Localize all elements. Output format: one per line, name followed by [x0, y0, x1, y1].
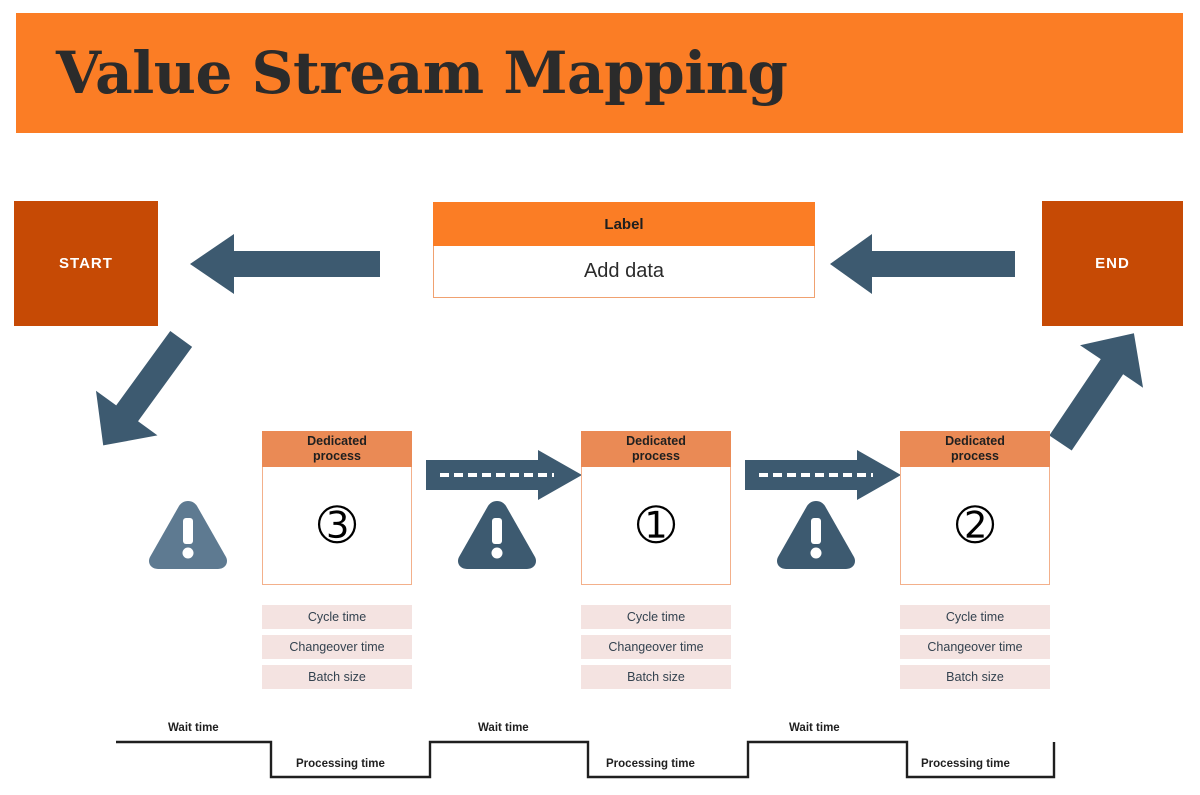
timeline-label-processing-1: Processing time [296, 758, 385, 770]
circled-number-icon: ➁ [955, 497, 995, 552]
process-box-2-title-line2: process [632, 449, 680, 463]
circled-number-icon: ➀ [636, 497, 676, 552]
process-box-3[interactable]: Dedicated process ➁ [900, 431, 1050, 585]
metric-chip[interactable]: Cycle time [581, 605, 731, 629]
arrow-process1-to-process2 [426, 450, 582, 500]
metric-chip[interactable]: Changeover time [900, 635, 1050, 659]
process-box-1-title-line2: process [313, 449, 361, 463]
timeline-label-wait-2: Wait time [478, 722, 529, 734]
metric-chip[interactable]: Cycle time [900, 605, 1050, 629]
arrow-data-card-to-start [190, 234, 380, 294]
timeline-label-processing-3: Processing time [921, 758, 1010, 770]
timeline-label-wait-1: Wait time [168, 722, 219, 734]
start-node[interactable]: START [14, 201, 158, 326]
process-box-3-title-line1: Dedicated [945, 434, 1005, 449]
process-box-3-title-line2: process [951, 449, 999, 463]
process-box-3-body: ➁ [900, 467, 1050, 585]
data-card[interactable]: Label Add data [433, 202, 815, 298]
data-card-header: Label [433, 202, 815, 246]
end-node[interactable]: END [1042, 201, 1183, 326]
timeline-label-processing-2: Processing time [606, 758, 695, 770]
warning-triangle-1 [148, 501, 228, 569]
data-card-header-label: Label [604, 215, 644, 233]
process-box-2-metrics: Cycle time Changeover time Batch size [581, 605, 731, 695]
arrow-process2-to-process3 [745, 450, 901, 500]
metric-chip[interactable]: Changeover time [581, 635, 731, 659]
start-node-label: START [59, 255, 113, 272]
process-box-1-body: ➂ [262, 467, 412, 585]
end-node-label: END [1095, 255, 1130, 272]
process-box-2-title-line1: Dedicated [626, 434, 686, 449]
process-box-3-header: Dedicated process [900, 431, 1050, 467]
warning-triangle-3 [776, 501, 856, 569]
process-box-3-metrics: Cycle time Changeover time Batch size [900, 605, 1050, 695]
data-card-value: Add data [583, 260, 665, 282]
process-box-1-metrics: Cycle time Changeover time Batch size [262, 605, 412, 695]
process-box-1-title-line1: Dedicated [307, 434, 367, 449]
arrow-end-to-data-card [830, 234, 1015, 294]
title-banner: Value Stream Mapping [16, 13, 1183, 133]
data-card-body[interactable]: Add data [433, 246, 815, 298]
circled-number-icon: ➂ [317, 497, 357, 552]
page-title: Value Stream Mapping [56, 39, 788, 107]
warning-triangle-2 [457, 501, 537, 569]
metric-chip[interactable]: Batch size [900, 665, 1050, 689]
process-box-2[interactable]: Dedicated process ➀ [581, 431, 731, 585]
process-box-1-header: Dedicated process [262, 431, 412, 467]
timeline-label-wait-3: Wait time [789, 722, 840, 734]
metric-chip[interactable]: Batch size [262, 665, 412, 689]
arrow-start-to-first-process [95, 330, 193, 446]
arrow-last-process-to-end [1049, 333, 1144, 451]
process-box-2-body: ➀ [581, 467, 731, 585]
metric-chip[interactable]: Cycle time [262, 605, 412, 629]
timeline: Wait time Processing time Wait time Proc… [110, 718, 1060, 790]
process-box-1[interactable]: Dedicated process ➂ [262, 431, 412, 585]
metric-chip[interactable]: Batch size [581, 665, 731, 689]
process-box-2-header: Dedicated process [581, 431, 731, 467]
metric-chip[interactable]: Changeover time [262, 635, 412, 659]
timeline-waveform [116, 740, 1056, 779]
